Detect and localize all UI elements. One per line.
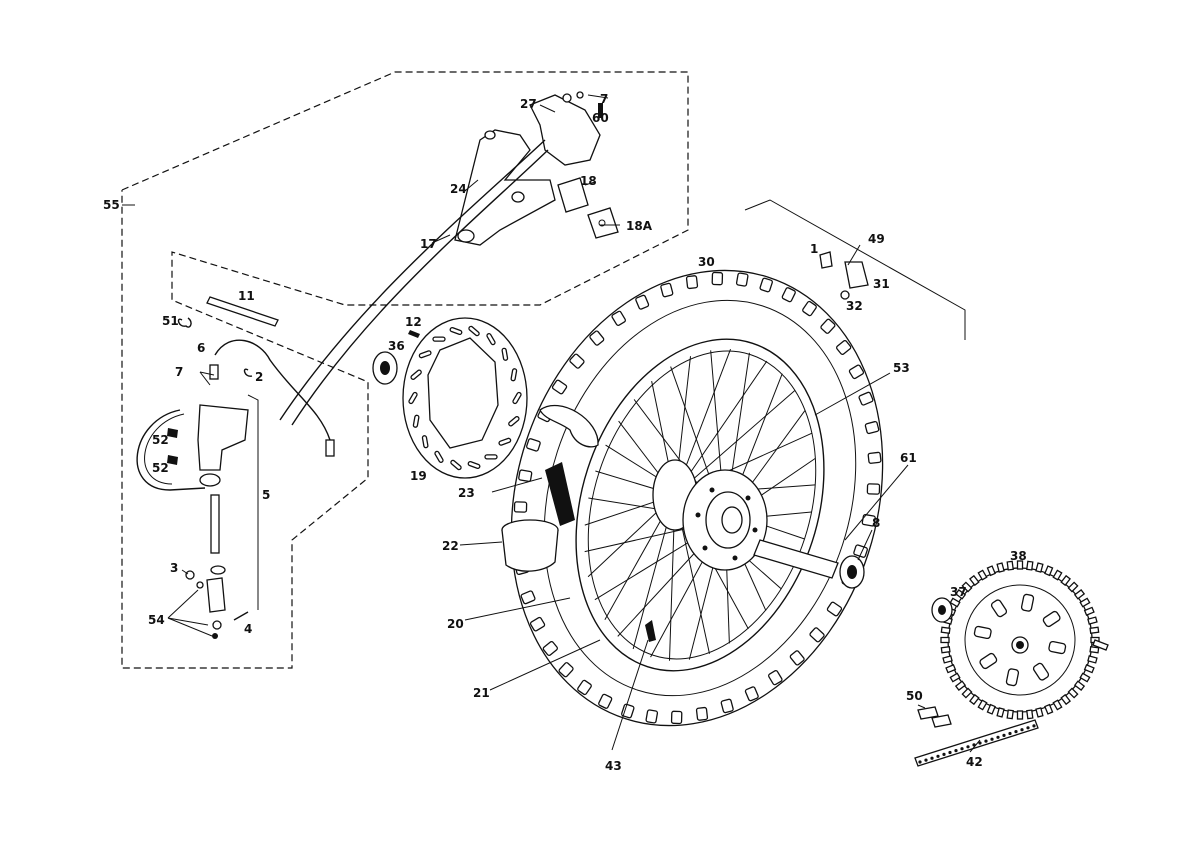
brake-disc [402, 317, 528, 479]
group-55-boundary [121, 71, 689, 669]
group-49-bracket [744, 199, 966, 340]
rear-brake-hose [279, 139, 546, 421]
master-cylinder [136, 339, 335, 491]
label-17: 17 [420, 237, 437, 251]
wheel-bearing [372, 351, 398, 385]
caliper-pin [206, 296, 279, 327]
label-21: 21 [473, 686, 490, 700]
washer-32 [840, 290, 850, 300]
label-27: 27 [520, 97, 537, 111]
rear-axle [753, 539, 865, 589]
label-18A: 18A [626, 219, 653, 233]
label-24: 24 [450, 182, 467, 196]
label-52a: 52 [152, 433, 169, 447]
brake-pads [557, 177, 619, 239]
label-31: 31 [873, 277, 890, 291]
wheel-hub [652, 459, 768, 571]
label-1: 1 [810, 242, 818, 256]
caliper-bracket [454, 129, 556, 246]
screw-52b [167, 455, 178, 465]
label-23: 23 [458, 486, 475, 500]
label-19: 19 [410, 469, 427, 483]
label-22: 22 [442, 539, 459, 553]
label-30: 30 [698, 255, 715, 269]
washer-54 [196, 581, 204, 589]
rear-sprocket [940, 560, 1100, 720]
label-3: 3 [170, 561, 178, 575]
clip-2 [243, 368, 253, 377]
label-43: 43 [605, 759, 622, 773]
leader-lines [122, 94, 981, 753]
part-number-labels: 55 27 7 60 24 18 18A 17 11 51 12 36 6 2 … [103, 92, 1027, 773]
master-link [917, 706, 952, 728]
label-7b: 7 [175, 365, 183, 379]
label-38: 38 [1010, 549, 1027, 563]
sensor-31 [844, 261, 869, 289]
cotter-pin-4 [233, 611, 249, 621]
label-8: 8 [872, 516, 880, 530]
brake-hose-guide [291, 149, 549, 426]
label-51: 51 [162, 314, 179, 328]
brake-caliper [529, 91, 603, 166]
label-60: 60 [592, 111, 609, 125]
label-11: 11 [238, 289, 255, 303]
label-49: 49 [868, 232, 885, 246]
push-rod [206, 494, 226, 639]
label-55: 55 [103, 198, 120, 212]
label-12: 12 [405, 315, 422, 329]
label-32: 32 [846, 299, 863, 313]
inner-tube [539, 404, 599, 526]
clip-51 [177, 317, 192, 328]
rim-tape [501, 519, 559, 572]
label-50: 50 [906, 689, 923, 703]
label-5: 5 [262, 488, 270, 502]
lever-rod-5 [247, 394, 259, 610]
label-42: 42 [966, 755, 983, 769]
sprocket-bolt [1092, 639, 1109, 651]
label-2: 2 [255, 370, 263, 384]
label-20: 20 [447, 617, 464, 631]
label-61: 61 [900, 451, 917, 465]
label-7a: 7 [600, 92, 608, 106]
label-36: 36 [388, 339, 405, 353]
label-4: 4 [244, 622, 252, 636]
disc-bolt [408, 330, 420, 338]
sensor-1 [819, 251, 833, 269]
tube-valve [645, 620, 656, 642]
label-37: 37 [950, 585, 967, 599]
label-6: 6 [197, 341, 205, 355]
label-54: 54 [148, 613, 165, 627]
label-18: 18 [580, 174, 597, 188]
bolt-3 [185, 570, 195, 580]
label-53: 53 [893, 361, 910, 375]
drive-chain [914, 719, 1039, 767]
screw-52a [167, 428, 178, 438]
sprocket-hub [931, 597, 953, 623]
label-52b: 52 [152, 461, 169, 475]
